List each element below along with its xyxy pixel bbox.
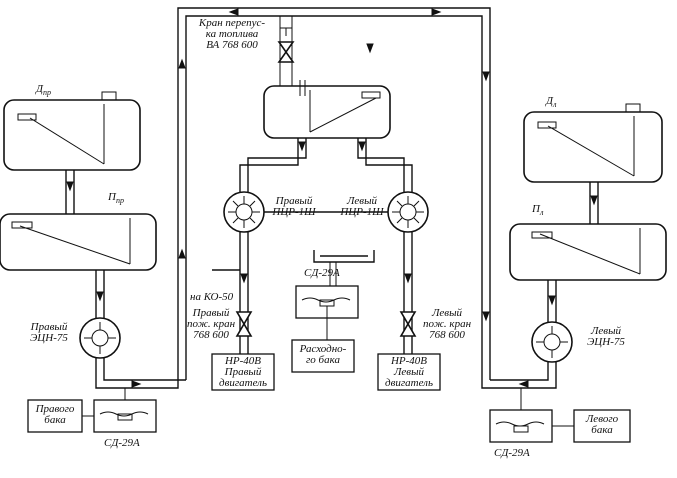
right-fire-valve-label-line3: 768 600 (193, 329, 229, 341)
pump-left-pcr-label: Левый ПЦР-1Ш (336, 196, 388, 218)
tank-d-pr-letter: Д (36, 83, 43, 95)
consumption-tank-label-line2: го бака (306, 354, 340, 366)
tank-d-l-label: Дл (546, 96, 557, 110)
pump-right-pcr-label-line2: ПЦР-1Ш (272, 206, 316, 218)
pump-left-pcr (387, 191, 429, 233)
left-tank-gauge-label-line1: Левого (585, 413, 619, 425)
transfer-valve-label-line3: ВА 768 600 (206, 39, 258, 51)
transfer-valve-top (277, 16, 295, 90)
transfer-valve-label: Кран перепус- ка топлива ВА 768 600 (192, 18, 272, 51)
pump-left-pcr-label-line1: Левый (346, 195, 378, 207)
left-fire-valve-label-line2: пож. кран (422, 318, 472, 330)
consumption-tank-box (291, 339, 355, 373)
engine-left-label-line2: двигатель (385, 377, 433, 389)
tank-d-l (523, 111, 663, 183)
pump-left-ecn (531, 321, 573, 363)
nr-40v-right-label: НР-40В (224, 355, 262, 367)
transfer-valve-label-line1: Кран перепус- (198, 17, 266, 29)
tank-d-pr-sub: пр (43, 88, 51, 98)
left-fire-valve-label-line1: Левый (431, 307, 463, 319)
sd-29a-left-label: СД-29А (104, 437, 140, 449)
tank-p-l-letter: П (532, 203, 540, 215)
nr-40v-right-box (211, 353, 275, 391)
pump-left-ecn-label: Левый ЭЦН-75 (578, 326, 634, 348)
engine-left-label-line1: Левый (393, 366, 425, 378)
pump-right-ecn-label: Правый ЭЦН-75 (20, 322, 78, 344)
engine-right-label: НР-40В Правый двигатель (212, 356, 274, 389)
right-fire-valve-label-line2: пож. кран (186, 318, 236, 330)
pump-left-pcr-label-line2: ПЦР-1Ш (340, 206, 384, 218)
right-tank-gauge-label-line2: бака (44, 414, 66, 426)
tank-p-pr-letter: П (108, 191, 116, 203)
left-tank-gauge-label: Левого бака (574, 414, 630, 436)
tank-p-l-sub: л (539, 208, 544, 218)
pump-right-pcr (223, 191, 265, 233)
consumption-tank-label-line1: Расходно- (299, 343, 347, 355)
right-fire-valve-label-line1: Правый (192, 307, 230, 319)
outer-loop-pipe (177, 7, 491, 380)
right-fire-valve-label: Правый пож. кран 768 600 (184, 308, 238, 341)
tank-d-pr (3, 99, 141, 171)
central-tank (263, 85, 391, 139)
nr-40v-left-label: НР-40В (390, 355, 428, 367)
engine-right-label-line1: Правый (224, 366, 262, 378)
tank-p-l-label: Пл (532, 204, 543, 218)
right-tank-gauge-label: Правого бака (28, 404, 82, 426)
pump-left-ecn-label-line2: ЭЦН-75 (587, 336, 625, 348)
tank-p-pr (0, 213, 157, 271)
transfer-valve-label-line2: ка топлива (205, 28, 259, 40)
left-fire-valve-label-line3: 768 600 (429, 329, 465, 341)
tank-p-pr-label: Ппр (108, 192, 124, 206)
to-ko50-label: на КО-50 (190, 291, 234, 303)
left-fire-valve-label: Левый пож. кран 768 600 (418, 308, 476, 341)
consumption-tank-label: Расходно- го бака (292, 344, 354, 366)
pump-right-ecn (79, 317, 121, 359)
pump-right-pcr-label-line1: Правый (275, 195, 313, 207)
nr-40v-left-box (377, 353, 441, 391)
engine-right-label-line2: двигатель (219, 377, 267, 389)
outer-loop-pipe-inner (185, 15, 483, 380)
flow-arrows (66, 8, 598, 388)
left-tank-gauge-label-line2: бака (591, 424, 613, 436)
tank-p-pr-sub: пр (115, 196, 124, 206)
tank-d-l-sub: л (553, 100, 557, 110)
pump-right-pcr-label: Правый ПЦР-1Ш (266, 196, 322, 218)
sd-29a-right-label: СД-29А (494, 447, 530, 459)
pump-right-ecn-label-line2: ЭЦН-75 (30, 332, 68, 344)
tank-d-pr-label: Дпр (36, 84, 51, 98)
engine-left-label: НР-40В Левый двигатель (378, 356, 440, 389)
right-tank-gauge-label-line1: Правого (35, 403, 75, 415)
tank-d-l-letter: Д (546, 95, 553, 107)
sd-29a-center-label: СД-29А (304, 267, 340, 279)
pump-left-ecn-label-line1: Левый (590, 325, 622, 337)
pump-right-ecn-label-line1: Правый (30, 321, 68, 333)
